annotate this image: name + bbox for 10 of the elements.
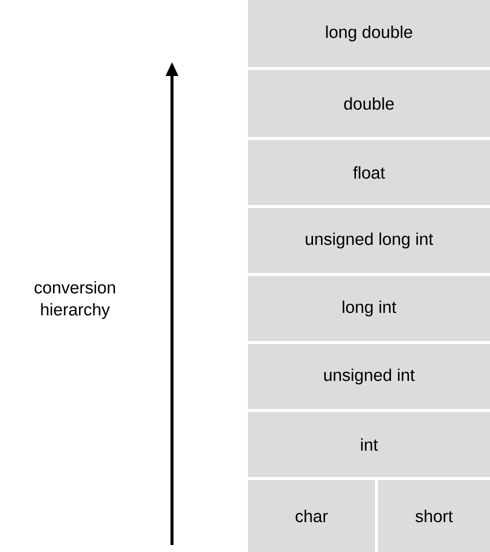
type-box: unsigned long int — [248, 208, 490, 273]
type-box: char — [248, 480, 375, 552]
type-box: long double — [248, 0, 490, 67]
axis-label: conversion hierarchy — [34, 281, 115, 319]
type-box: short — [378, 480, 490, 552]
type-box: float — [248, 140, 490, 205]
type-box: unsigned int — [248, 344, 490, 409]
type-box: int — [248, 412, 490, 477]
type-box: double — [248, 70, 490, 137]
type-box: long int — [248, 276, 490, 341]
